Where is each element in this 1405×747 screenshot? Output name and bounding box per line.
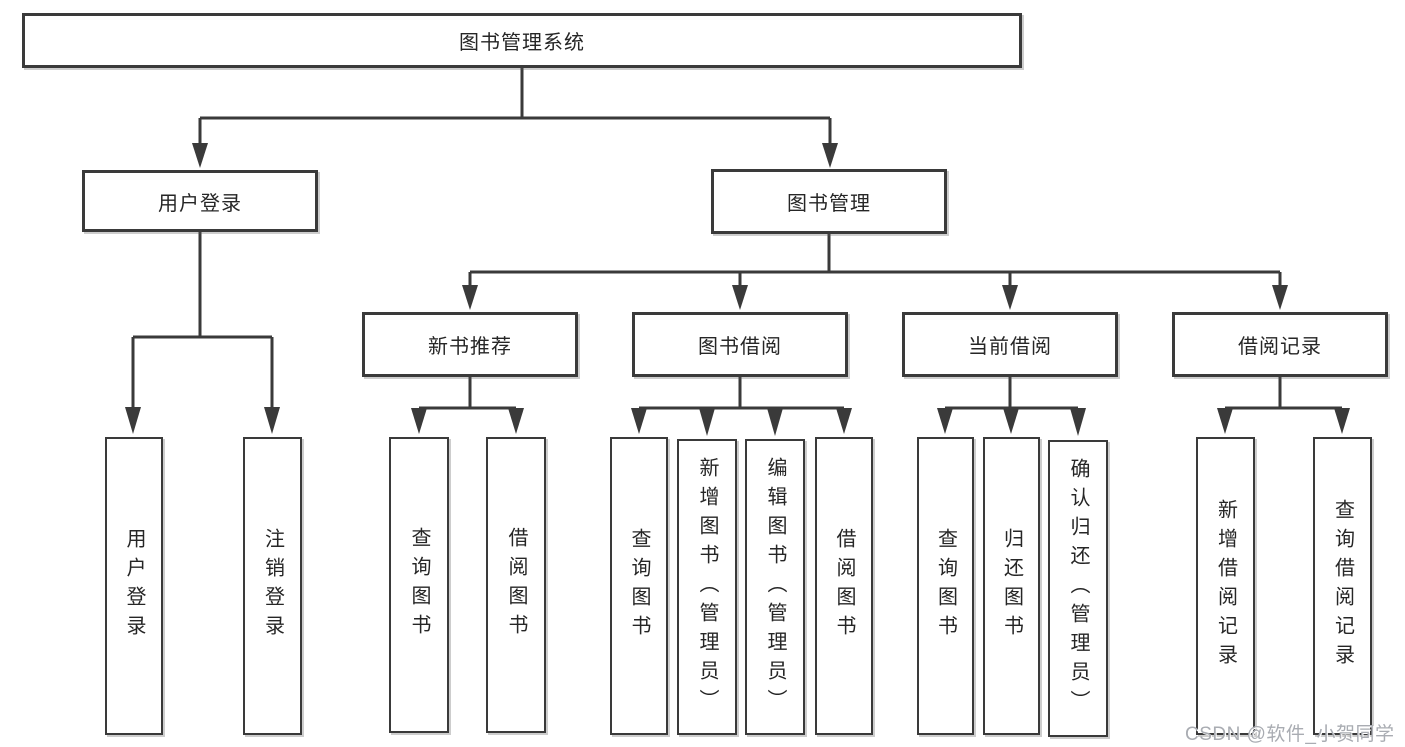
node-current-borrowing-label: 当前借阅 bbox=[968, 336, 1052, 358]
node-root-system: 图书管理系统 bbox=[22, 13, 1022, 68]
arrowheads-user-login-children bbox=[125, 407, 280, 434]
connector-root-to-level2 bbox=[198, 68, 832, 146]
leaf-records-add-record-label: 新增借阅记录 bbox=[1214, 499, 1237, 673]
leaf-records-query-record: 查询借阅记录 bbox=[1313, 437, 1372, 735]
node-book-management: 图书管理 bbox=[711, 169, 947, 234]
leaf-current-query-books-label: 查询图书 bbox=[934, 528, 957, 644]
node-current-borrowing: 当前借阅 bbox=[902, 312, 1118, 377]
leaf-logout: 注销登录 bbox=[243, 437, 302, 735]
leaf-borrowing-edit-books-admin: 编辑图书（管理员） bbox=[745, 439, 805, 735]
leaf-borrowing-borrow-books: 借阅图书 bbox=[815, 437, 873, 735]
leaf-records-query-record-label: 查询借阅记录 bbox=[1331, 499, 1354, 673]
leaf-user-login: 用户登录 bbox=[105, 437, 163, 735]
leaf-recommend-query-books: 查询图书 bbox=[389, 437, 449, 733]
csdn-watermark: CSDN @软件_小贺同学 bbox=[1185, 724, 1395, 745]
arrowheads-leaf-rows bbox=[411, 408, 1350, 436]
node-borrowing-records-label: 借阅记录 bbox=[1238, 336, 1322, 358]
node-book-borrowing: 图书借阅 bbox=[632, 312, 848, 377]
node-user-login: 用户登录 bbox=[82, 170, 318, 232]
leaf-borrowing-query-books-label: 查询图书 bbox=[628, 528, 650, 644]
node-new-book-recommend-label: 新书推荐 bbox=[428, 336, 512, 358]
leaf-recommend-borrow-books-label: 借阅图书 bbox=[505, 527, 527, 643]
leaf-current-query-books: 查询图书 bbox=[917, 437, 974, 735]
leaf-user-login-label: 用户登录 bbox=[123, 528, 145, 644]
leaf-recommend-borrow-books: 借阅图书 bbox=[486, 437, 546, 733]
arrowheads-level2 bbox=[192, 143, 838, 168]
node-borrowing-records: 借阅记录 bbox=[1172, 312, 1388, 377]
leaf-records-add-record: 新增借阅记录 bbox=[1196, 437, 1255, 735]
leaf-borrowing-borrow-books-label: 借阅图书 bbox=[833, 528, 855, 644]
leaf-recommend-query-books-label: 查询图书 bbox=[408, 527, 430, 643]
leaf-borrowing-edit-books-admin-label: 编辑图书（管理员） bbox=[764, 456, 786, 718]
leaf-borrowing-add-books-admin-label: 新增图书（管理员） bbox=[696, 456, 718, 718]
leaf-current-confirm-return-admin: 确认归还（管理员） bbox=[1048, 440, 1108, 737]
node-book-borrowing-label: 图书借阅 bbox=[698, 336, 782, 358]
leaf-borrowing-query-books: 查询图书 bbox=[610, 437, 668, 735]
node-book-management-label: 图书管理 bbox=[787, 193, 871, 215]
connector-book-mgmt-to-level3 bbox=[468, 234, 1282, 288]
connector-user-login-children bbox=[131, 232, 274, 410]
leaf-current-confirm-return-admin-label: 确认归还（管理员） bbox=[1067, 458, 1089, 719]
node-new-book-recommend: 新书推荐 bbox=[362, 312, 578, 377]
connector-leaf-rows bbox=[419, 377, 1342, 410]
node-root-system-label: 图书管理系统 bbox=[459, 32, 585, 54]
leaf-current-return-books: 归还图书 bbox=[983, 437, 1040, 735]
leaf-logout-label: 注销登录 bbox=[261, 528, 284, 644]
arrowheads-level3 bbox=[462, 285, 1288, 310]
leaf-borrowing-add-books-admin: 新增图书（管理员） bbox=[677, 439, 737, 735]
leaf-current-return-books-label: 归还图书 bbox=[1000, 528, 1023, 644]
node-user-login-label: 用户登录 bbox=[158, 192, 242, 215]
